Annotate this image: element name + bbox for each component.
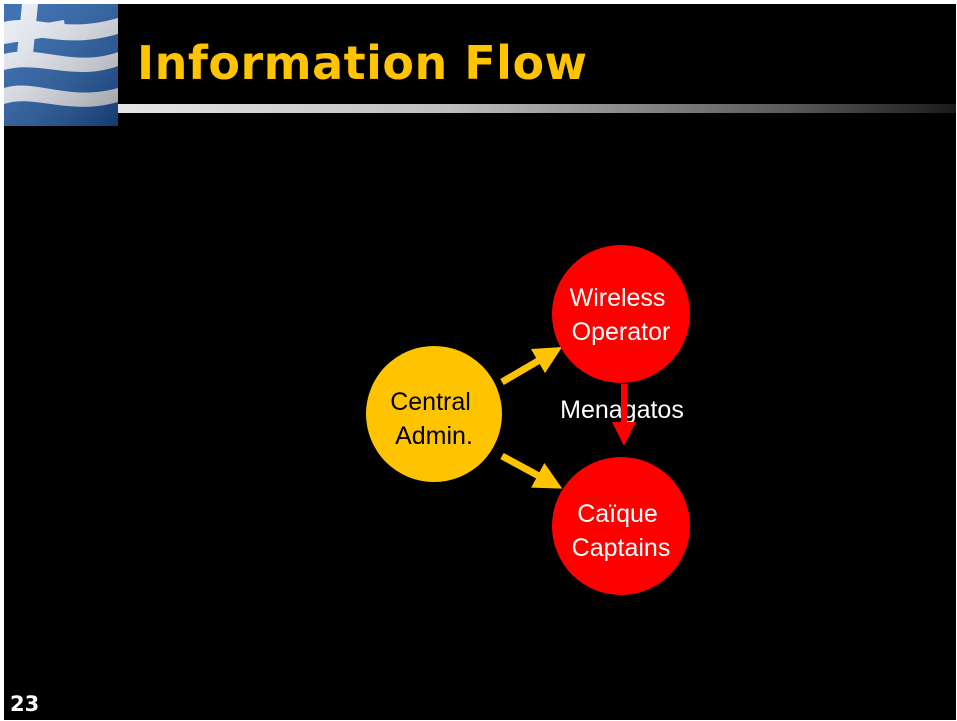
node-central-admin-line1: Central [390,388,471,416]
node-wireless-operator: Wireless Operator [552,245,690,383]
slide: Information Flow Central Admin. Wireless [4,4,956,720]
page-number: 23 [10,692,40,716]
greek-flag-icon [4,4,118,126]
title-bar [118,4,956,104]
slide-title: Information Flow [137,36,588,90]
svg-text:Caïque Captains: Caïque Captains [572,500,671,562]
title-divider [118,104,956,113]
node-central-admin-line2: Admin. [395,422,473,450]
node-caique-captains-line1: Caïque [577,500,658,528]
node-wireless-operator-line2: Operator [572,318,671,346]
information-flow-diagram: Central Admin. Wireless Operator Caïque … [366,245,690,595]
arrow-admin-to-captains [500,452,563,489]
svg-text:Central Admin.: Central Admin. [390,388,478,450]
node-caique-captains: Caïque Captains [552,457,690,595]
svg-text:Wireless Operator: Wireless Operator [570,284,673,346]
arrow-admin-to-wireless [500,346,563,386]
node-caique-captains-line2: Captains [572,534,671,562]
node-wireless-operator-line1: Wireless [570,284,666,312]
node-central-admin: Central Admin. [366,346,502,482]
